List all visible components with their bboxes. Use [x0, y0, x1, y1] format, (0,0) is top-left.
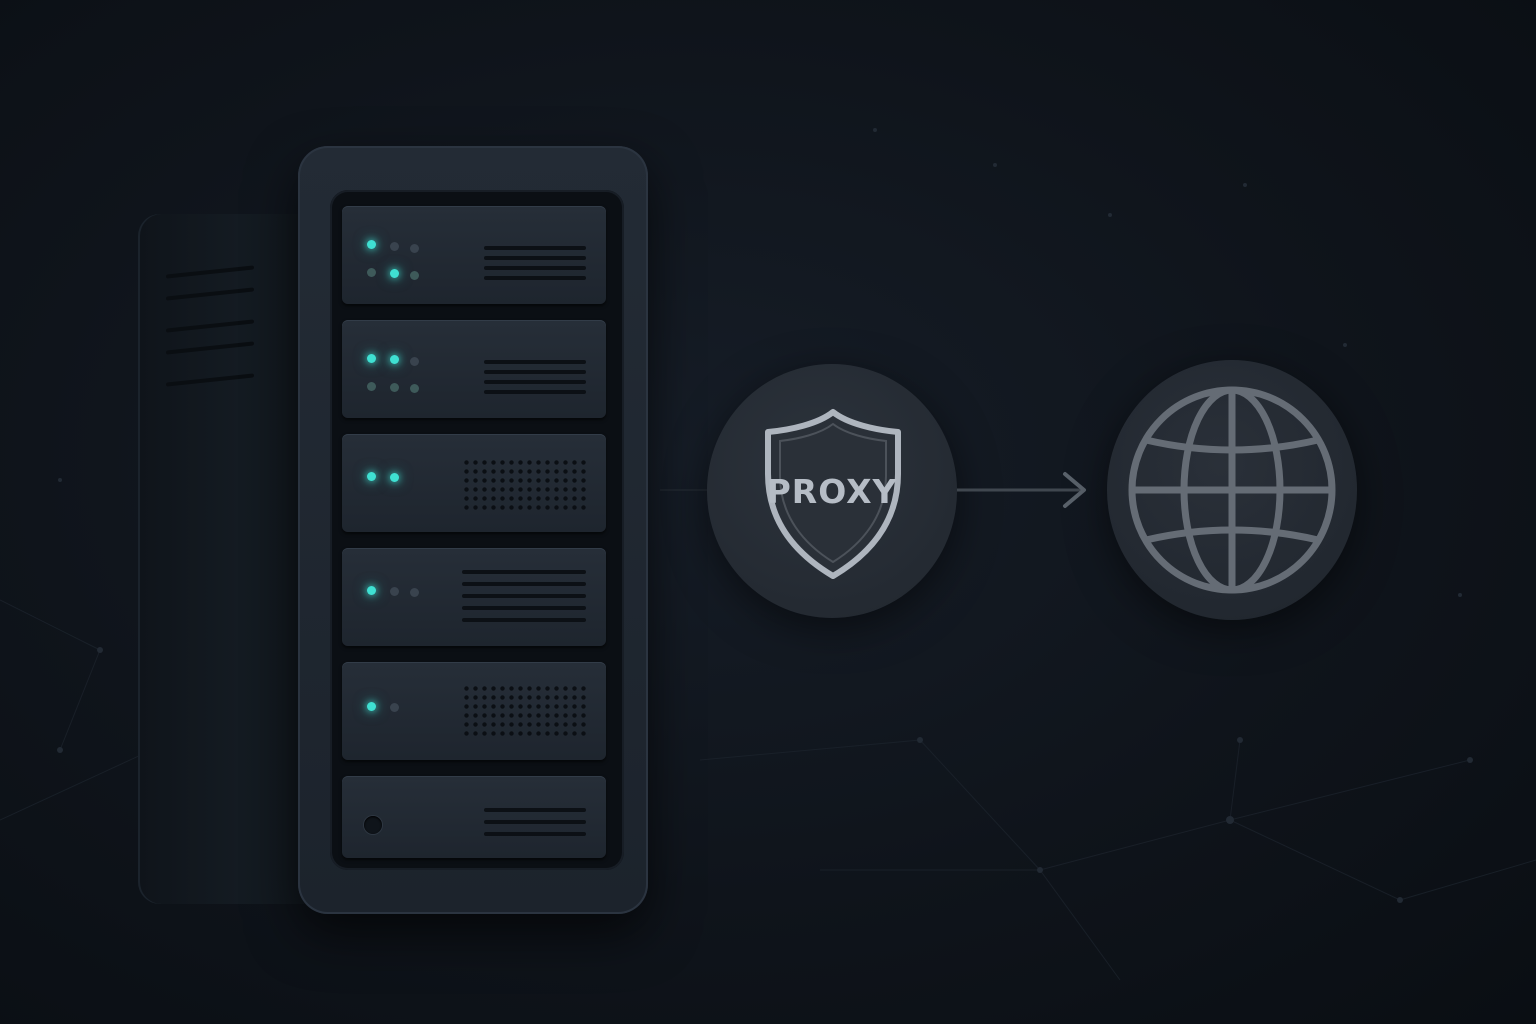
power-button-icon [364, 816, 382, 834]
vent-stripe [462, 570, 586, 574]
rack-unit [342, 776, 606, 858]
status-led [367, 240, 376, 249]
status-led [390, 383, 399, 392]
vent-stripe [462, 594, 586, 598]
vent-stripe [484, 370, 586, 374]
status-led [367, 702, 376, 711]
status-led [390, 587, 399, 596]
vent-stripe [484, 380, 586, 384]
rack-unit [342, 206, 606, 304]
shield-icon [760, 404, 906, 584]
status-led [367, 268, 376, 277]
proxy-node: PROXY [707, 364, 957, 618]
rack-unit [342, 434, 606, 532]
vent-grille [462, 684, 588, 736]
status-led [367, 354, 376, 363]
tower-front-panel [298, 146, 648, 914]
vent-stripe [484, 256, 586, 260]
status-led [410, 244, 419, 253]
globe-icon [1128, 386, 1336, 594]
status-led [390, 269, 399, 278]
vent-stripe [462, 618, 586, 622]
vent-stripe [462, 606, 586, 610]
status-led [390, 473, 399, 482]
rack-unit [342, 548, 606, 646]
proxy-label: PROXY [766, 472, 898, 511]
vent-stripe [462, 582, 586, 586]
side-vent [166, 287, 254, 301]
rack-unit [342, 320, 606, 418]
vent-grille [462, 458, 588, 510]
status-led [367, 586, 376, 595]
status-led [410, 384, 419, 393]
status-led [390, 703, 399, 712]
internet-node [1107, 360, 1357, 620]
status-led [410, 588, 419, 597]
vent-stripe [484, 360, 586, 364]
vent-stripe [484, 808, 586, 812]
server-rack-icon [138, 146, 650, 916]
vent-stripe [484, 390, 586, 394]
side-vent [166, 373, 254, 387]
arrow-right-icon [957, 472, 1086, 508]
side-vent [166, 265, 254, 279]
vent-stripe [484, 276, 586, 280]
vent-stripe [484, 832, 586, 836]
status-led [390, 355, 399, 364]
status-led [390, 242, 399, 251]
status-led [367, 382, 376, 391]
rack-bay [330, 190, 624, 870]
vent-stripe [484, 246, 586, 250]
vent-stripe [484, 820, 586, 824]
status-led [410, 271, 419, 280]
status-led [410, 357, 419, 366]
side-vent [166, 341, 254, 355]
status-led [367, 472, 376, 481]
side-vent [166, 319, 254, 333]
vent-stripe [484, 266, 586, 270]
tower-side-panel [138, 214, 310, 904]
rack-unit [342, 662, 606, 760]
